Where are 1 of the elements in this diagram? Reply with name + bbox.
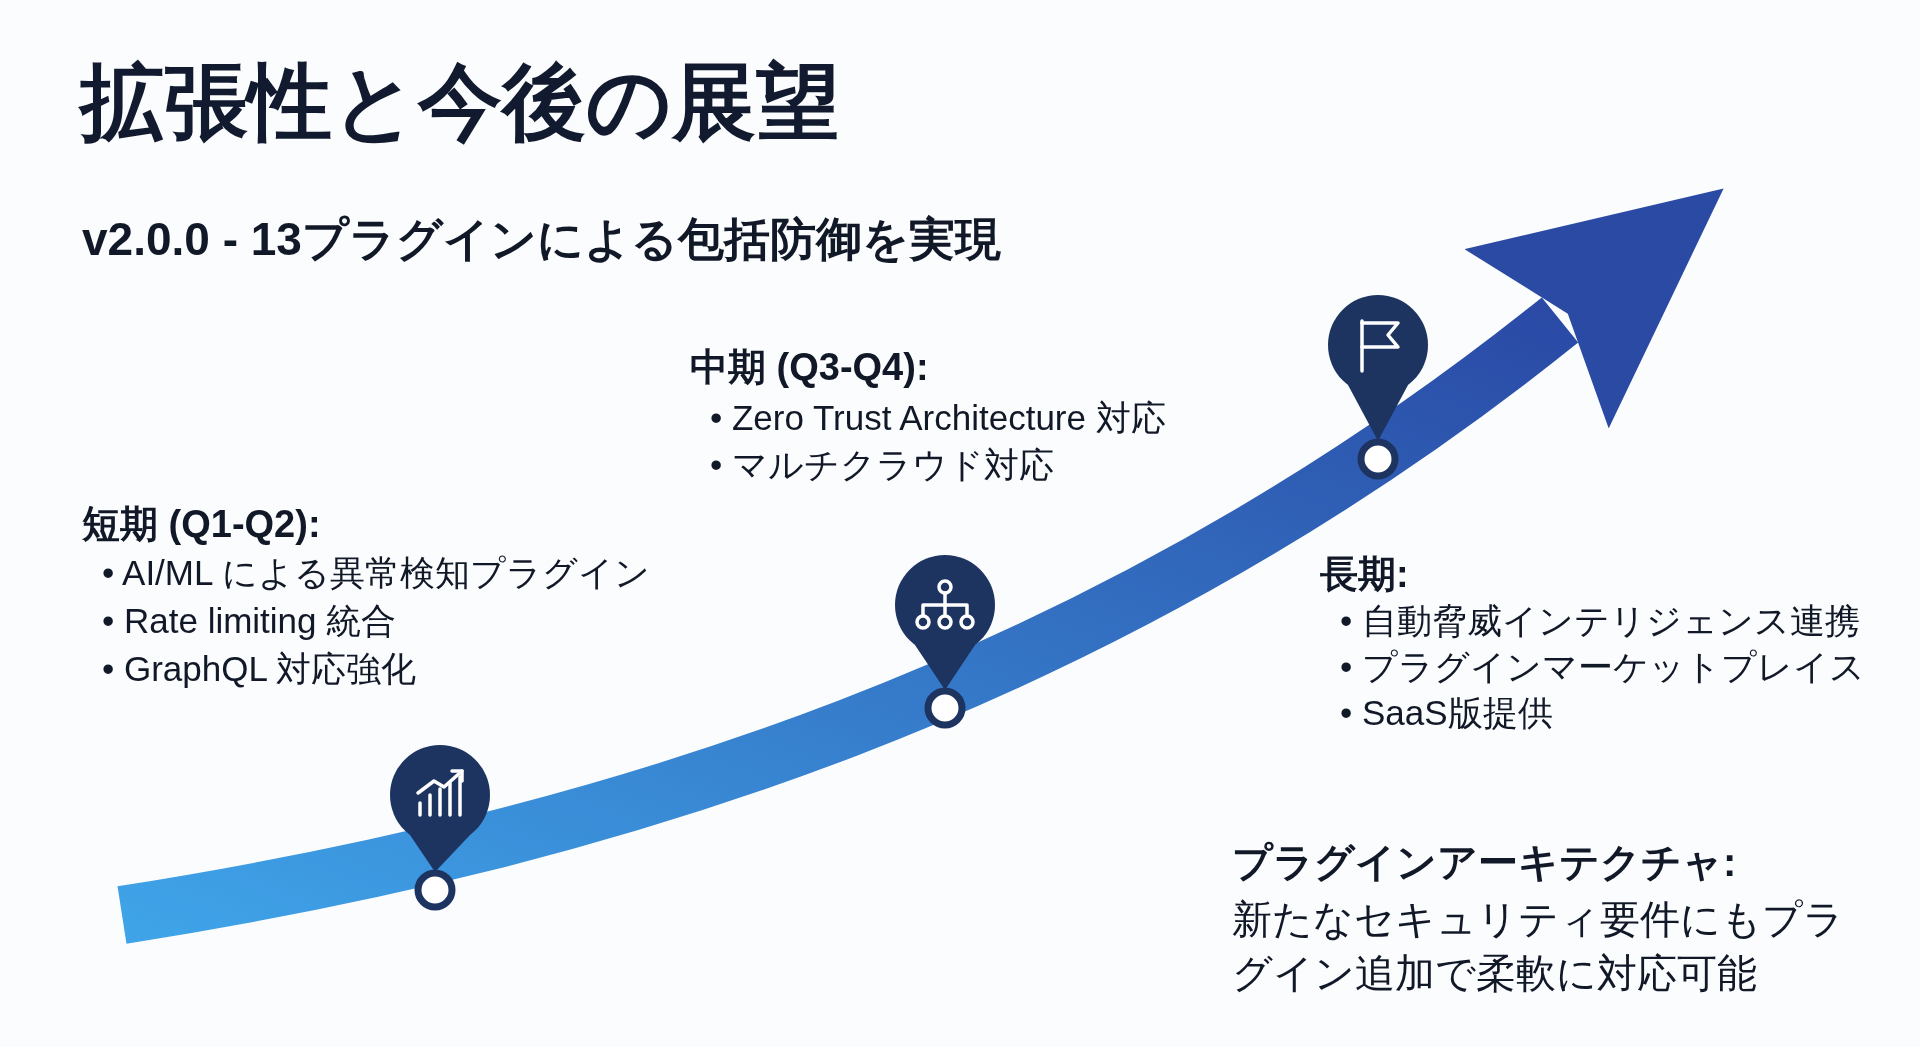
slide-title: 拡張性と今後の展望 [80, 54, 840, 151]
